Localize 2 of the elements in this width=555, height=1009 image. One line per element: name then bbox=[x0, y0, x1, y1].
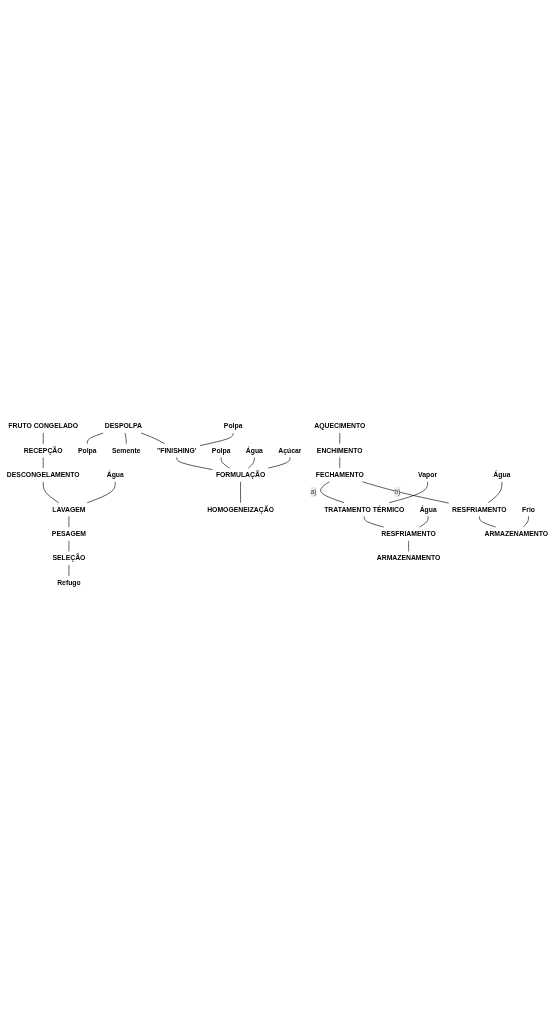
connector bbox=[362, 481, 450, 504]
connector bbox=[388, 481, 428, 504]
